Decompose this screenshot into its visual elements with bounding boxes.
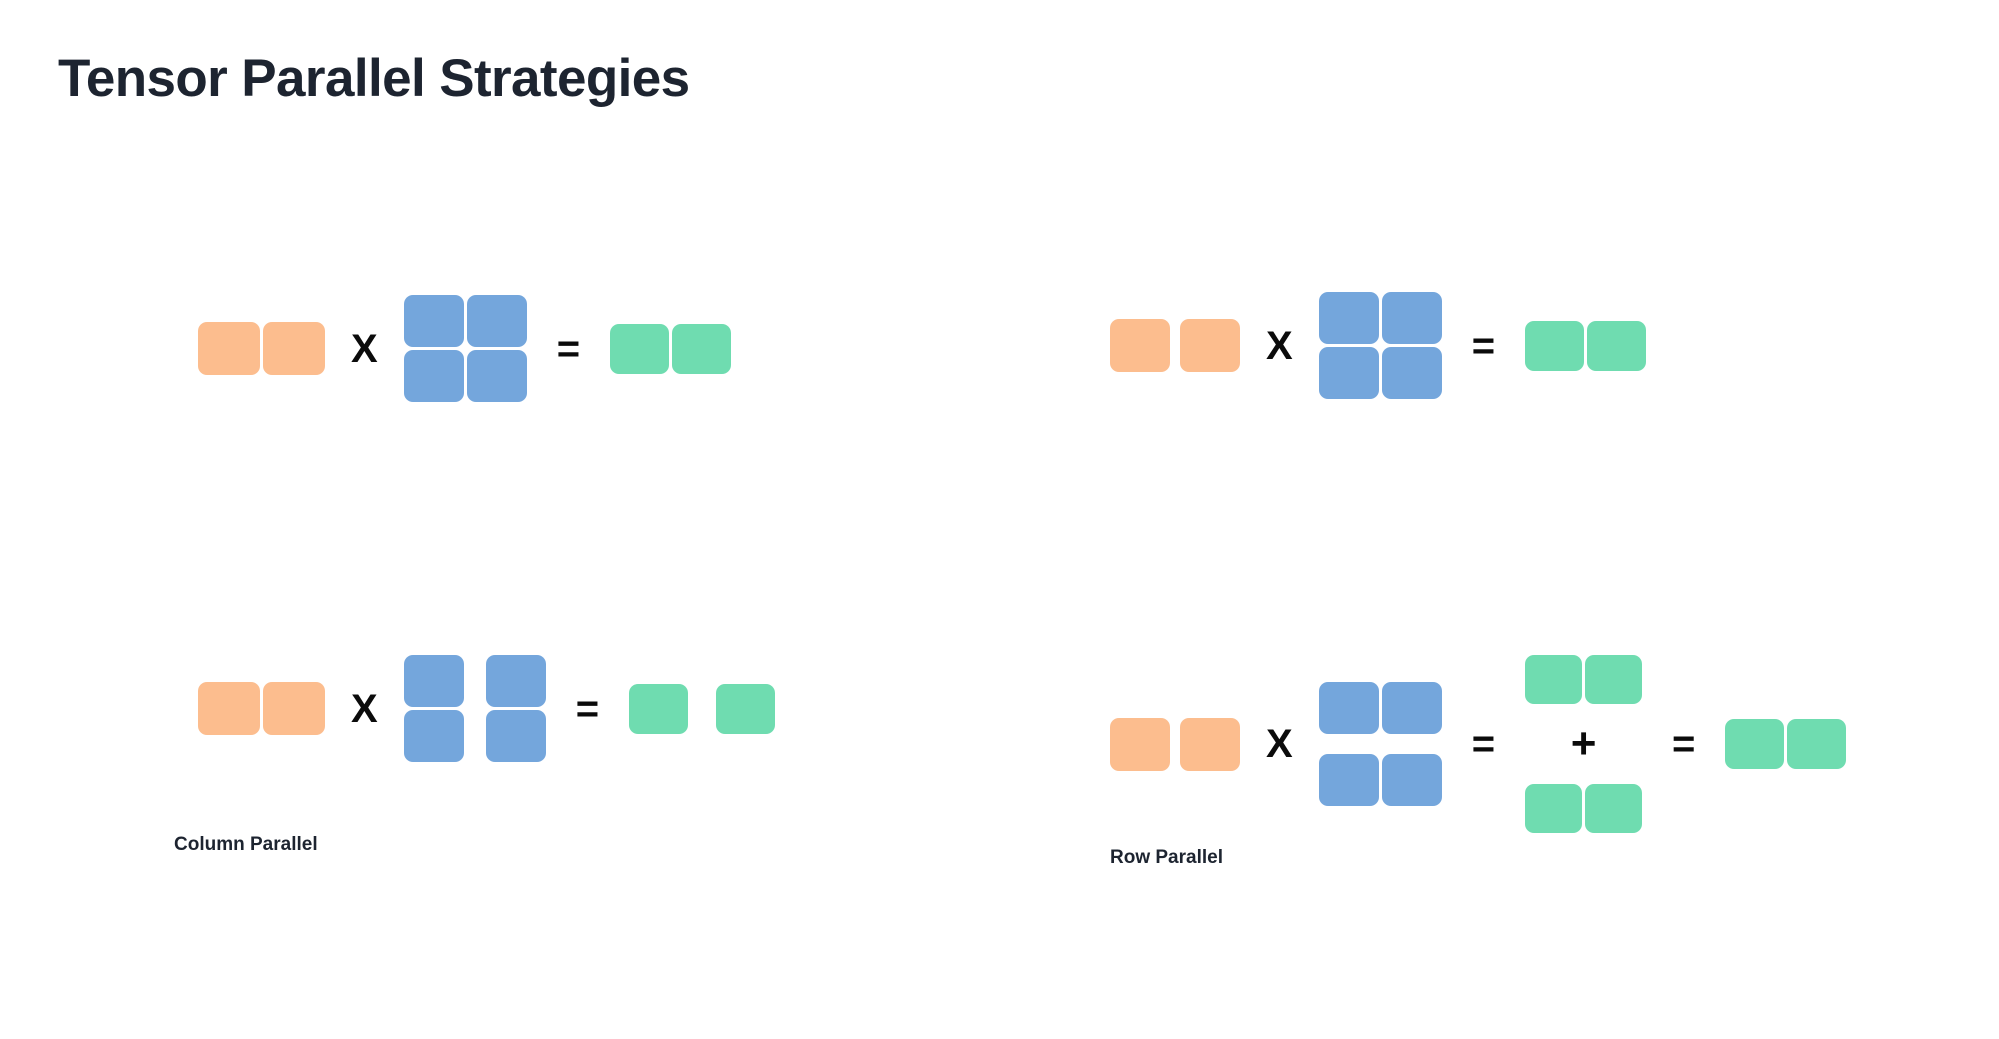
- matrix-cell: [1525, 784, 1583, 833]
- matrix-cell: [610, 323, 670, 374]
- matrix-cell: [1585, 784, 1643, 833]
- operator-equals: =: [575, 686, 600, 731]
- diagram-column-parallel-full: X =: [198, 295, 732, 402]
- matrix-cell: [1318, 682, 1379, 734]
- matrix-group: [198, 682, 325, 735]
- partial-output-1: [1525, 784, 1643, 833]
- matrix-cell: [485, 655, 546, 707]
- matrix-cell: [1318, 754, 1379, 806]
- matrix-group: [610, 323, 732, 374]
- matrix-cell: [198, 322, 260, 375]
- matrix-cell: [403, 295, 464, 347]
- matrix-cell: [1318, 292, 1379, 344]
- matrix-shard-column-0: [1110, 319, 1170, 372]
- matrix-group: [1725, 719, 1847, 769]
- matrix-cell: [1381, 754, 1442, 806]
- matrix-cell: [1585, 655, 1643, 704]
- input-matrix-orange-column-sharded: [1110, 717, 1240, 771]
- matrix-cell: [1318, 347, 1379, 399]
- output-matrix-green-column-sharded: [629, 683, 776, 734]
- page-title: Tensor Parallel Strategies: [58, 49, 690, 108]
- matrix-cell: [198, 682, 260, 735]
- matrix-cell: [1787, 719, 1847, 769]
- weight-matrix-blue-column-sharded: [403, 655, 546, 762]
- operator-multiply: X: [351, 326, 378, 371]
- operator-equals-final: =: [1672, 722, 1696, 766]
- matrix-cell: [672, 323, 732, 374]
- matrix-cell: [403, 710, 464, 762]
- matrix-cell: [1110, 717, 1170, 771]
- matrix-cell: [403, 655, 464, 707]
- matrix-cell: [466, 295, 527, 347]
- weight-matrix-blue: [1318, 292, 1442, 399]
- section-label-column-parallel: Column Parallel: [174, 834, 318, 855]
- diagram-column-parallel-sharded: X =: [198, 655, 776, 762]
- matrix-shard-column-0: [1110, 717, 1170, 771]
- matrix-cell: [716, 683, 776, 734]
- matrix-cell: [1725, 719, 1785, 769]
- matrix-shard-column-1: [716, 683, 776, 734]
- diagram-row-parallel-sharded: X = + =: [1110, 655, 1847, 833]
- operator-equals: =: [556, 326, 581, 371]
- output-matrix-green: [1525, 320, 1647, 371]
- operator-multiply: X: [1266, 722, 1293, 766]
- matrix-cell: [1110, 319, 1170, 372]
- operator-plus: +: [1570, 719, 1597, 768]
- matrix-group: [1318, 292, 1442, 399]
- matrix-shard-row-1: [1318, 754, 1442, 806]
- output-matrix-green-reduced: [1725, 719, 1847, 769]
- matrix-shard-column-1: [1180, 319, 1240, 372]
- input-matrix-orange: [198, 322, 325, 375]
- output-matrix-green: [610, 323, 732, 374]
- weight-matrix-blue-row-sharded: [1318, 682, 1442, 806]
- matrix-cell: [1180, 319, 1240, 372]
- operator-equals: =: [1471, 323, 1496, 368]
- partial-outputs-sum: +: [1525, 655, 1643, 833]
- partial-output-0: [1525, 655, 1643, 704]
- matrix-cell: [1587, 320, 1647, 371]
- matrix-cell: [403, 350, 464, 402]
- matrix-cell: [1381, 292, 1442, 344]
- matrix-cell: [629, 683, 689, 734]
- matrix-group: [403, 295, 527, 402]
- matrix-group: [1525, 320, 1647, 371]
- matrix-shard-column-0: [403, 655, 464, 762]
- matrix-cell: [1381, 347, 1442, 399]
- matrix-cell: [1381, 682, 1442, 734]
- operator-multiply: X: [1266, 323, 1293, 368]
- matrix-cell: [1525, 655, 1583, 704]
- diagram-row-parallel-full: X =: [1110, 292, 1647, 399]
- matrix-cell: [263, 682, 325, 735]
- matrix-cell: [1180, 717, 1240, 771]
- matrix-shard-column-1: [485, 655, 546, 762]
- matrix-cell: [263, 322, 325, 375]
- matrix-shard-row-0: [1318, 682, 1442, 734]
- input-matrix-orange-column-sharded: [1110, 319, 1240, 372]
- operator-multiply: X: [351, 686, 378, 731]
- matrix-cell: [485, 710, 546, 762]
- operator-equals: =: [1471, 722, 1496, 766]
- matrix-group: [198, 322, 325, 375]
- input-matrix-orange: [198, 682, 325, 735]
- matrix-shard-column-0: [629, 683, 689, 734]
- weight-matrix-blue: [403, 295, 527, 402]
- matrix-shard-column-1: [1180, 717, 1240, 771]
- matrix-cell: [466, 350, 527, 402]
- matrix-cell: [1525, 320, 1585, 371]
- section-label-row-parallel: Row Parallel: [1110, 847, 1223, 868]
